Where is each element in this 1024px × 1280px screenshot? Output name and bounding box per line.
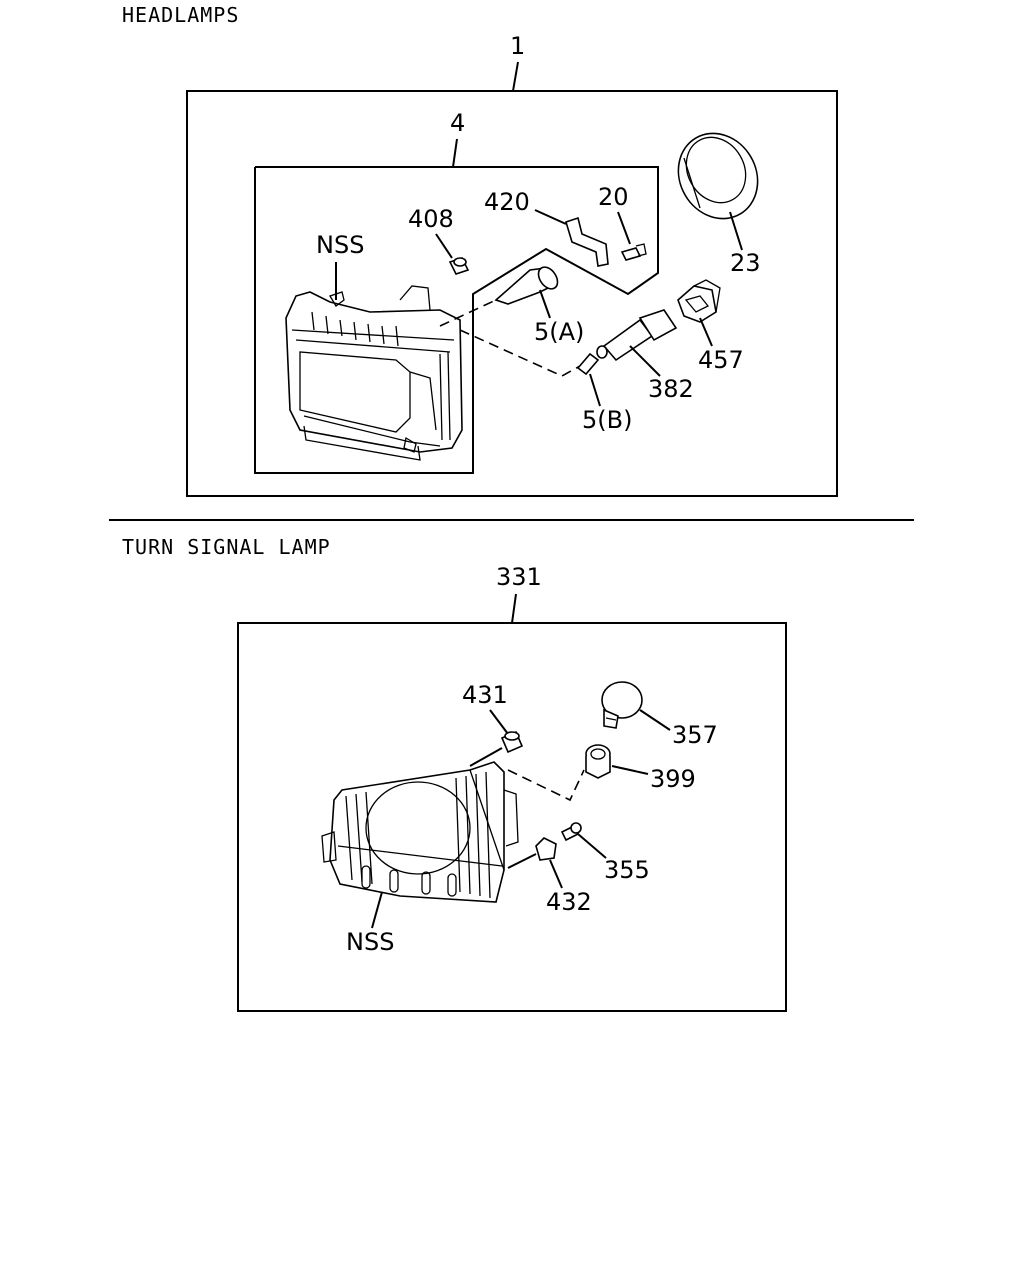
label-5b: 5(B) bbox=[582, 406, 632, 434]
turn-signal-assembly-frame bbox=[237, 622, 787, 1012]
part-23-drawing bbox=[677, 132, 759, 220]
label-457: 457 bbox=[698, 346, 744, 374]
leader-432-lamp bbox=[507, 853, 537, 869]
label-355: 355 bbox=[604, 856, 650, 884]
headlamps-section-title: HEADLAMPS bbox=[122, 3, 239, 27]
leader-355 bbox=[577, 833, 607, 859]
leader-23 bbox=[729, 211, 743, 251]
leader-382 bbox=[629, 345, 661, 377]
label-420: 420 bbox=[484, 188, 530, 216]
leader-5b bbox=[589, 373, 601, 407]
part-399-drawing bbox=[585, 744, 611, 779]
part-20-drawing bbox=[620, 243, 647, 261]
part-357-drawing bbox=[601, 681, 643, 729]
leader-1 bbox=[512, 61, 519, 92]
label-nss-turn-signal: NSS bbox=[346, 928, 394, 956]
leader-432 bbox=[549, 859, 563, 889]
leader-457 bbox=[699, 317, 713, 347]
leader-20 bbox=[617, 211, 631, 245]
label-20: 20 bbox=[598, 183, 629, 211]
leader-408 bbox=[435, 233, 453, 259]
leader-420 bbox=[534, 209, 567, 225]
label-408: 408 bbox=[408, 205, 454, 233]
turn-signal-lamp-drawing bbox=[321, 761, 519, 903]
label-nss-headlamp: NSS bbox=[316, 231, 364, 259]
dash-line-399 bbox=[507, 769, 585, 802]
leader-431-lamp bbox=[469, 747, 503, 767]
leader-431 bbox=[489, 709, 509, 735]
label-399: 399 bbox=[650, 765, 696, 793]
label-382: 382 bbox=[648, 375, 694, 403]
dash-line-5b bbox=[459, 329, 581, 377]
part-355-drawing bbox=[560, 822, 582, 842]
part-5b-drawing bbox=[576, 352, 600, 376]
leader-331 bbox=[511, 593, 517, 624]
label-1: 1 bbox=[510, 32, 525, 60]
headlamp-subassembly-frame bbox=[254, 166, 659, 474]
part-420-drawing bbox=[565, 216, 609, 267]
label-331: 331 bbox=[496, 563, 542, 591]
part-431-drawing bbox=[500, 730, 524, 754]
leader-5a bbox=[539, 289, 551, 319]
headlamp-assembly-frame bbox=[186, 90, 838, 497]
part-382-drawing bbox=[596, 309, 678, 362]
leader-nss-turn-signal bbox=[371, 891, 383, 929]
leader-399 bbox=[611, 765, 649, 775]
part-408-drawing bbox=[448, 257, 470, 275]
turn-signal-section-title: TURN SIGNAL LAMP bbox=[122, 535, 331, 559]
part-5a-drawing bbox=[494, 266, 559, 305]
label-4: 4 bbox=[450, 109, 465, 137]
label-432: 432 bbox=[546, 888, 592, 916]
label-23: 23 bbox=[730, 249, 761, 277]
dash-line-5a bbox=[439, 299, 497, 327]
label-5a: 5(A) bbox=[534, 318, 584, 346]
headlamp-unit-drawing bbox=[285, 285, 463, 461]
leader-4 bbox=[452, 138, 458, 168]
leader-357 bbox=[639, 709, 671, 731]
label-357: 357 bbox=[672, 721, 718, 749]
label-431: 431 bbox=[462, 681, 508, 709]
part-432-drawing bbox=[535, 837, 557, 861]
part-457-drawing bbox=[677, 279, 721, 323]
